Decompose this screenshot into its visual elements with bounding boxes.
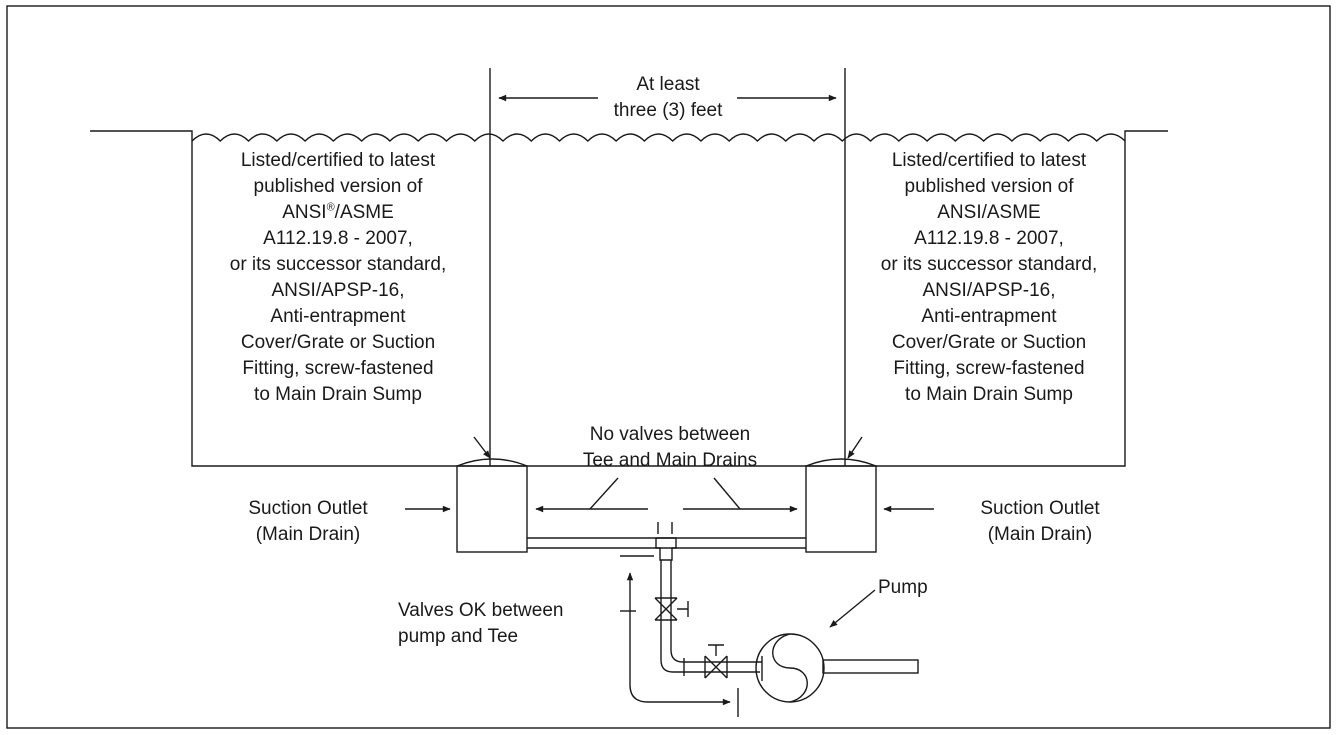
no-valves-leader-right [713,477,741,510]
vertical-valve-icon [654,597,678,621]
valves-ok-label: Valves OK between pump and Tee [398,600,564,647]
pump-impeller-icon [772,633,808,703]
right-cover-label: Listed/certified to latest published ver… [880,150,1098,405]
right-cover-leader [847,436,863,459]
valves-ok-bracket [626,572,731,706]
drain-cover-right [805,458,877,467]
pump-label: Pump [878,577,928,598]
horizontal-valve-handle [708,644,724,656]
no-valves-label: No valves between Tee and Main Drains [582,424,758,471]
distance-label: At least three (3) feet [613,74,723,121]
horizontal-valve-icon [704,655,728,679]
pipe-elbow [660,649,684,673]
water-surface [191,133,1126,142]
suction-outlet-sump-left [456,465,528,553]
tee-fitting [655,537,677,561]
pump-outlet-pipe [822,659,919,674]
diagram-frame [6,5,1331,729]
left-cover-leader [473,436,491,459]
no-valves-leader-left [589,477,619,510]
right-outlet-label: Suction Outlet (Main Drain) [980,498,1100,545]
vertical-valve-handle [677,601,689,617]
left-cover-label: Listed/certified to latest published ver… [229,150,447,405]
drain-cover-left [456,458,528,467]
pump-leader [829,589,876,628]
suction-outlet-sump-right [805,465,877,553]
pool-outline [90,130,1168,467]
left-outlet-label: Suction Outlet (Main Drain) [248,498,368,545]
